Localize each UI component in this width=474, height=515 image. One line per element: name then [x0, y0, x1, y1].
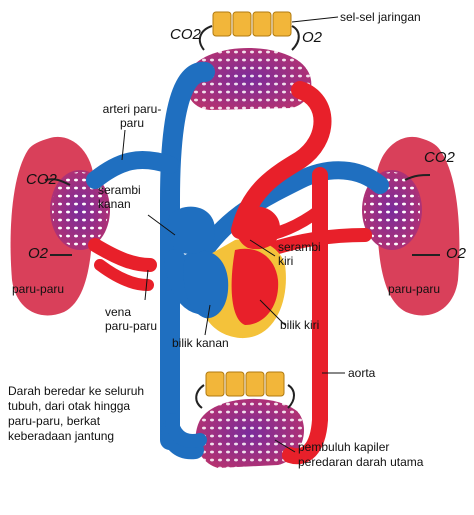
tissue-cells-bottom — [205, 371, 285, 397]
gas-o2-top: O2 — [302, 29, 323, 46]
label-pulmonary-vein: vena paru-paru — [105, 305, 158, 333]
label-main-circulation: peredaran darah utama — [298, 455, 424, 469]
gas-arrows — [44, 25, 440, 409]
label-right-atrium: serambi kanan — [98, 183, 141, 211]
label-lungs-left: paru-paru — [12, 282, 65, 296]
leader-lines — [121, 16, 345, 453]
oxygenated-vessels — [88, 81, 372, 465]
label-tissue-cells: sel-sel jaringan — [340, 10, 421, 24]
label-aorta: aorta — [348, 366, 376, 380]
right-ventricle — [183, 250, 229, 319]
caption: Darah beredar ke seluruh tubuh, dari ota… — [8, 384, 145, 443]
label-left-ventricle: bilik kiri — [280, 318, 320, 332]
gas-co2-right: CO2 — [424, 149, 455, 166]
label-lungs-right: paru-paru — [388, 282, 441, 296]
label-pulmonary-artery: arteri paru-paru — [102, 102, 162, 130]
label-right-ventricle: bilik kanan — [172, 336, 229, 350]
gas-co2-top: CO2 — [170, 26, 201, 43]
left-lung-capillary-texture — [52, 172, 108, 248]
tissue-cells-top — [212, 11, 292, 37]
gas-o2-left: O2 — [28, 245, 49, 262]
gas-o2-right: O2 — [446, 245, 467, 262]
gas-co2-left: CO2 — [26, 171, 57, 188]
right-atrium — [167, 206, 215, 254]
left-atrium — [235, 206, 280, 250]
label-capillary: pembuluh kapiler — [298, 440, 390, 454]
label-left-atrium: serambi kiri — [278, 240, 321, 268]
